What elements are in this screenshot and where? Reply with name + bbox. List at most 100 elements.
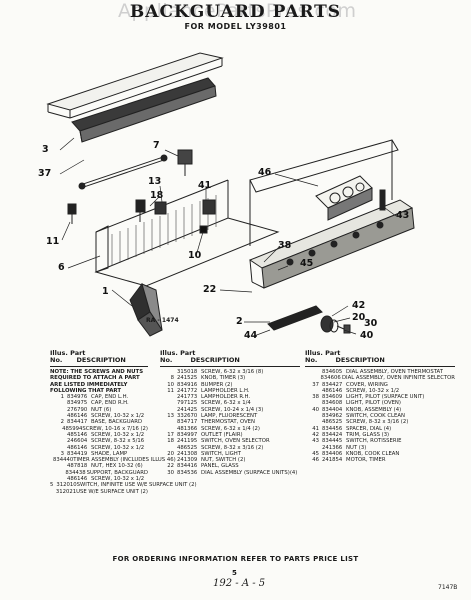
backguard-base-part — [249, 139, 399, 246]
part-description: SCREW, 10-24 x 1/4 (3) — [201, 406, 264, 413]
part-description: LAMP, FLUORESCENT — [201, 413, 258, 420]
part-description: CAP, END R.H. — [91, 400, 129, 407]
illus-number: 1 — [60, 394, 64, 401]
part-number: 312010 — [56, 482, 77, 489]
handwritten-note: 192 - A - 5 — [213, 578, 266, 589]
part-description: KNOB, TIMER (3) — [201, 375, 246, 382]
part-number: 834440 — [53, 457, 74, 464]
part-description: TIMER ASSEMBLY (INCLUDES ILLUS 46) — [73, 457, 176, 464]
callout-22: 22 — [203, 284, 217, 295]
part-description: SCREW, 10-16 x 7/16 (2) — [82, 425, 148, 432]
exploded-diagram — [46, 52, 415, 337]
part-description: LIGHT, PILOT (SURFACE UNIT) — [346, 394, 425, 401]
part-description: DIAL ASSEMBLY, OVEN INFINITE SELECTOR — [341, 375, 455, 382]
part-number: 834536 — [177, 469, 198, 476]
part-description: COVER, WIRING — [346, 381, 388, 388]
part-number: 332670 — [177, 413, 198, 420]
part-number: 246604 — [67, 438, 88, 445]
illus-number: 20 — [167, 450, 174, 457]
watermark: AppliancePartsPros.com — [118, 0, 357, 22]
part-number: 834975 — [67, 400, 88, 407]
document-code: 7147B — [438, 584, 458, 591]
part-number: 834406 — [322, 450, 343, 457]
part-description: THERMOSTAT, OVEN — [201, 419, 255, 426]
part-number: 486146 — [67, 413, 88, 420]
part-number: 486146 — [67, 476, 88, 483]
callout-13: 13 — [148, 176, 162, 187]
part-description: SCREW, 10-32 x 1/2 — [346, 387, 400, 394]
callout-3: 3 — [42, 144, 49, 155]
illus-number: 2 — [60, 419, 64, 426]
illus-number: 42 — [312, 431, 319, 438]
illus-number: 38 — [312, 394, 319, 401]
part-description: DIAL ASSEMBLY, OVEN THERMOSTAT — [346, 369, 443, 375]
part-number: 834456 — [322, 425, 343, 432]
callout-37: 37 — [38, 168, 52, 179]
part-number: 834427 — [322, 381, 343, 388]
part-description: BUMPER (2) — [201, 381, 233, 388]
part-description: SUPPORT, BACKGUARD — [86, 469, 148, 476]
switch-group — [154, 149, 216, 234]
ordering-footer: FOR ORDERING INFORMATION REFER TO PARTS … — [112, 555, 359, 563]
part-description: SWITCH, OVEN SELECTOR — [201, 438, 270, 445]
part-number: 485146 — [67, 431, 88, 438]
callout-41: 41 — [198, 180, 212, 191]
part-description: SCREW, 8-32 x 3/16 (2) — [201, 444, 264, 451]
part-description: SCREW, 10-32 x 1/2 — [91, 431, 145, 438]
illus-number: 5 — [50, 482, 54, 489]
part-description: DIAL ASSEMBLY (SURFACE UNITS)(4) — [201, 469, 298, 476]
part-description: NUT, SWITCH (2) — [201, 457, 246, 464]
part-number: 486525 — [322, 419, 343, 426]
part-number: 834404 — [322, 406, 343, 413]
part-description: KNOB, ASSEMBLY (4) — [346, 406, 402, 413]
control-panel-part — [248, 199, 415, 289]
callout-44: 44 — [244, 330, 258, 341]
part-number: 241773 — [177, 394, 198, 401]
part-number: 834997 — [177, 431, 198, 438]
part-number: 834976 — [67, 394, 88, 401]
part-description: BASE, BACKGUARD — [91, 419, 143, 426]
illus-number: 46 — [312, 457, 319, 464]
part-description: SWITCH, LIGHT — [201, 450, 241, 457]
callout-7: 7 — [153, 140, 160, 151]
part-number: 834606 — [320, 375, 341, 382]
illus-number: 18 — [167, 438, 174, 445]
part-number: 834608 — [322, 400, 343, 407]
part-number: 481366 — [177, 425, 198, 432]
part-description: NUT (6) — [91, 406, 112, 413]
part-description: SWITCH, COOK CLEAN — [346, 413, 405, 420]
col2-header: Illus. Part No. DESCRIPTION — [160, 349, 240, 364]
callout-38: 38 — [278, 240, 292, 251]
part-number: 241366 — [322, 444, 343, 451]
lampholder-part — [67, 199, 146, 224]
illus-number: 45 — [312, 450, 319, 457]
col3-header: Illus. Part No. DESCRIPTION — [305, 349, 385, 364]
part-description: SCREW, 6-32 x 1/4 (2) — [201, 425, 260, 432]
part-number: 834438 — [65, 469, 86, 476]
page-subtitle: FOR MODEL LY39801 — [184, 22, 287, 31]
illus-number: 3 — [60, 450, 64, 457]
part-description: LAMPHOLDER R.H. — [201, 394, 251, 401]
